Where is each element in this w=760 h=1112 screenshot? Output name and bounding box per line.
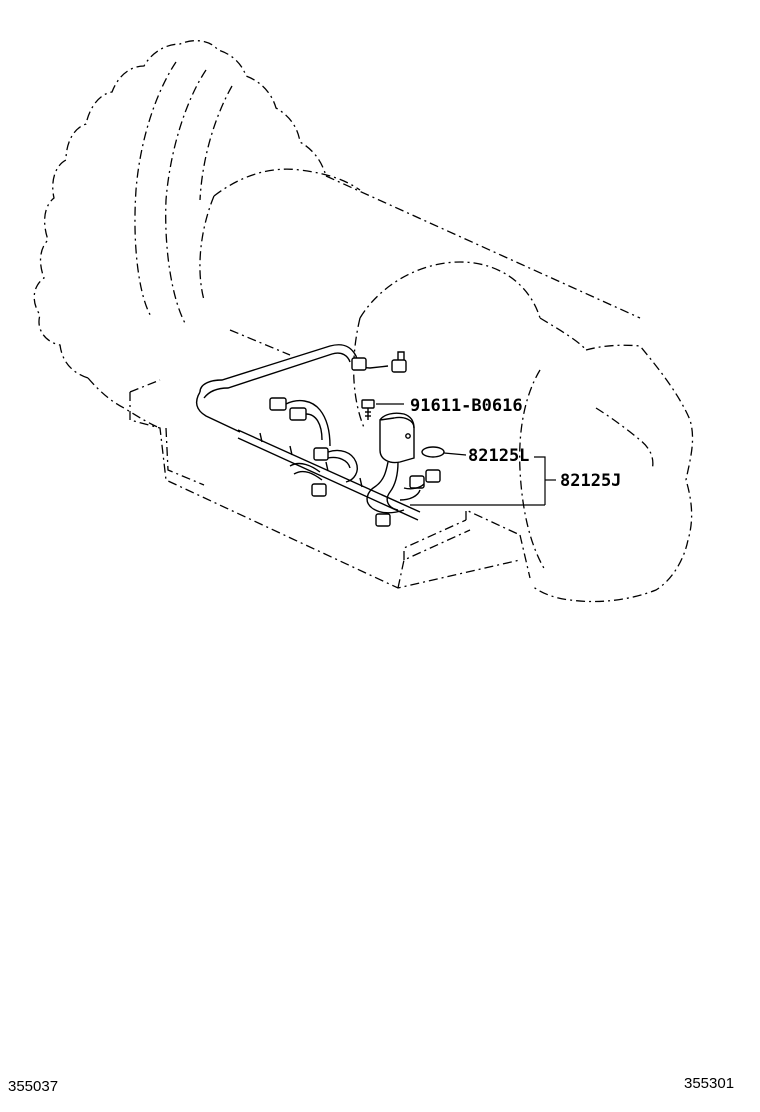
transmission-housing bbox=[33, 39, 694, 603]
part-label-bolt: 91611-B0616 bbox=[410, 396, 523, 416]
reference-number-left: 355037 bbox=[8, 1078, 58, 1095]
reference-number-right: 355301 bbox=[684, 1075, 734, 1092]
bolt-drawing bbox=[361, 399, 375, 420]
leader-lines bbox=[376, 403, 556, 506]
part-label-wire-harness: 82125J bbox=[560, 471, 621, 491]
part-label-gasket: 82125L bbox=[468, 446, 529, 466]
gasket-drawing bbox=[421, 446, 445, 458]
wire-harness-drawing bbox=[195, 344, 445, 527]
